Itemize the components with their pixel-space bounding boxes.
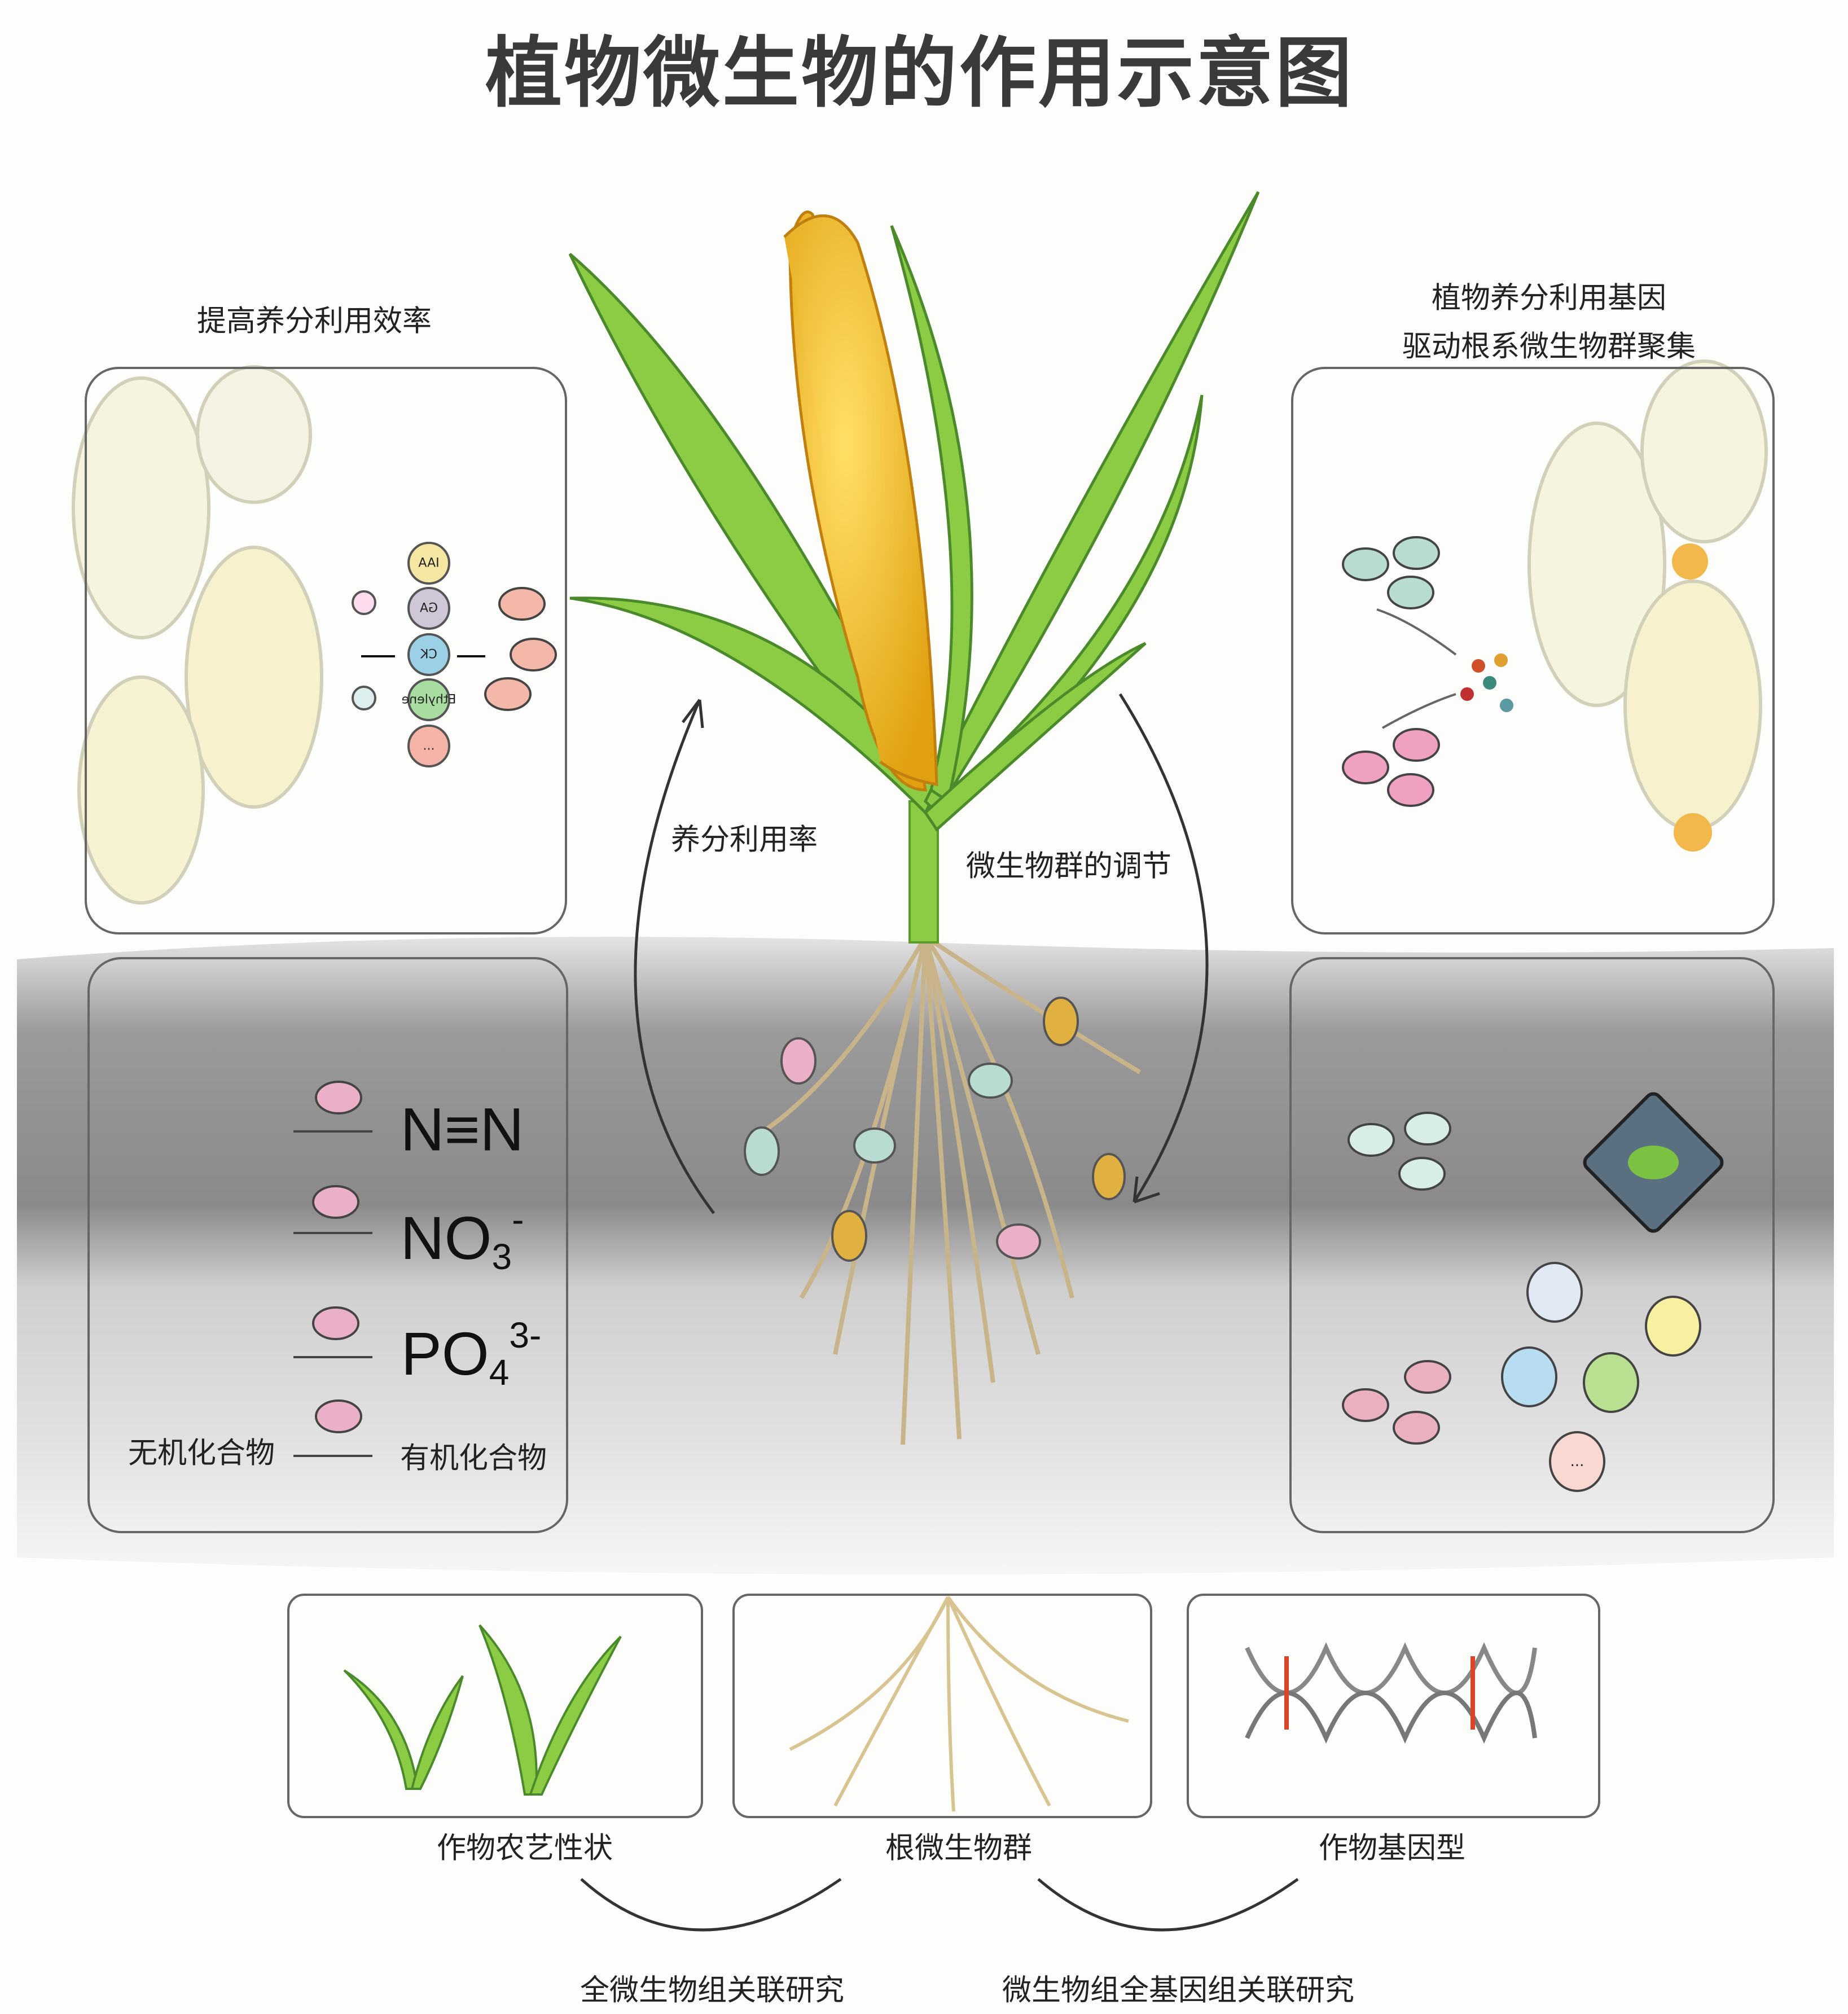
- box-label: 作物农艺性状: [436, 1831, 613, 1866]
- hormone-label: GA: [419, 601, 438, 616]
- box-label: 作物基因型: [1318, 1831, 1466, 1866]
- page-title: 植物微生物的作用示意图: [485, 29, 1354, 119]
- attract-arrow: [1382, 693, 1456, 729]
- nutrient-use-label: 养分利用率: [670, 823, 818, 857]
- panel-soil-microbes: [1289, 957, 1775, 1533]
- root-bacteria: [744, 997, 1126, 1262]
- nitrate-charge: -: [512, 1199, 524, 1240]
- molecule-label: ...: [1570, 1453, 1584, 1470]
- association-label: 全微生物组关联研究: [580, 1973, 845, 2008]
- phosphate-base: PO: [401, 1319, 489, 1388]
- phosphate-subscript: 4: [489, 1352, 510, 1393]
- soil-molecules: [1501, 1262, 1701, 1492]
- hormone-label: ...: [423, 739, 435, 753]
- signal-molecules: [1460, 653, 1513, 712]
- microbiome-regulation-arrow: [1118, 693, 1209, 1203]
- hormone-label: IAA: [418, 556, 440, 571]
- bacteria-group: [1342, 1112, 1451, 1445]
- hormone-circles: [352, 542, 485, 767]
- panel-nutrient-efficiency: [85, 367, 567, 934]
- hormone-label: Ethylene: [401, 692, 456, 707]
- box-label: 根微生物群: [885, 1831, 1033, 1866]
- plant-cells-right: [1527, 359, 1768, 852]
- phosphate-charge: 3-: [509, 1315, 542, 1355]
- microbiome-regulation-label: 微生物群的调节: [965, 849, 1172, 884]
- inhibit-arrow: [1376, 608, 1457, 656]
- panel-label: 植物养分利用基因: [1431, 281, 1667, 315]
- nitrate-label: NO3-: [401, 1199, 524, 1278]
- organic-label: 有机化合物: [400, 1441, 547, 1476]
- box-crop-genotype: [1187, 1594, 1600, 1818]
- phosphate-label: PO43-: [401, 1314, 542, 1393]
- link-arc-right: [1037, 1877, 1299, 1932]
- dna-helix: [1245, 1642, 1537, 1744]
- root-microbiome-art: [789, 1596, 1129, 1812]
- stalk: [908, 800, 939, 944]
- box-agronomic-traits: [287, 1594, 703, 1818]
- nitrate-base: NO: [400, 1204, 492, 1272]
- box-root-microbiome: [732, 1594, 1152, 1818]
- link-arc-left: [580, 1877, 842, 1932]
- nutrient-use-arrow: [634, 699, 715, 1214]
- bacteria-group: [312, 1081, 362, 1433]
- corn-plant: [568, 191, 1260, 1445]
- panel-label: 提高养分利用效率: [196, 304, 432, 339]
- panel-label: 驱动根系微生物群聚集: [1402, 330, 1696, 364]
- association-label: 微生物组全基因组关联研究: [1002, 1973, 1355, 2008]
- bacteria-group: [1342, 536, 1440, 807]
- panel-soil-nutrients: [87, 957, 568, 1533]
- bacteria-group: [484, 587, 557, 711]
- hormone-label: CK: [420, 647, 437, 662]
- compound-arrows: [293, 1130, 372, 1457]
- leaves: [568, 191, 1260, 832]
- nitrate-subscript: 3: [491, 1236, 512, 1277]
- panel-gene-driven-recruitment: [1291, 367, 1775, 934]
- inorganic-label: 无机化合物: [128, 1436, 275, 1471]
- plant-cells-left: [72, 365, 323, 905]
- dinitrogen-label: N≡N: [400, 1095, 524, 1164]
- seedlings: [343, 1624, 622, 1796]
